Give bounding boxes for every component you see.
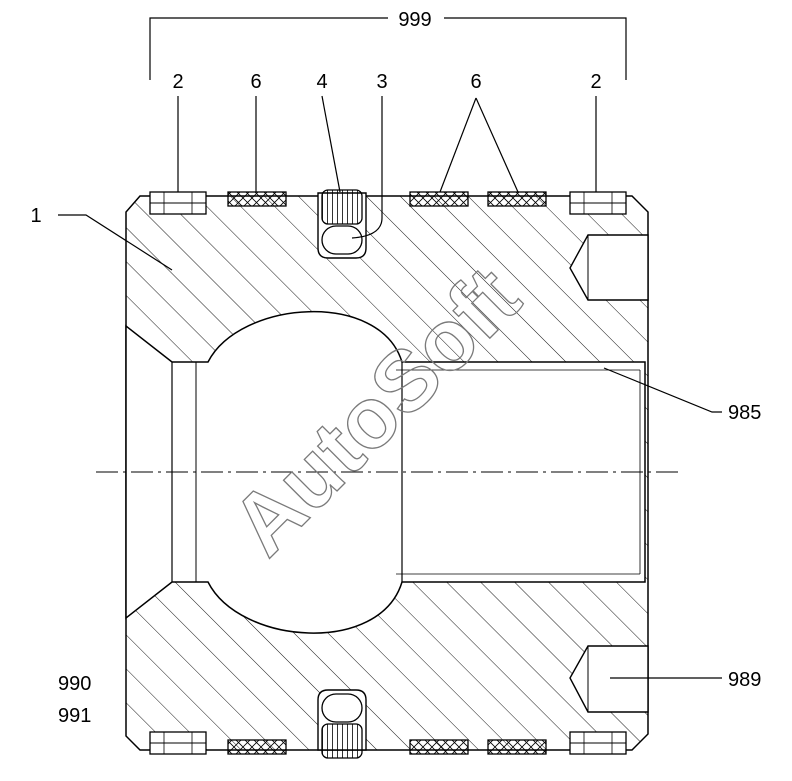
ball-groove-bottom [317,689,367,759]
top-strips [149,191,627,215]
label-3: 3 [376,71,387,93]
label-2-right: 2 [590,71,601,93]
label-6-left: 6 [250,71,261,93]
threaded-hole-bottom [569,645,649,713]
leader-lines [58,95,722,679]
label-989: 989 [728,669,761,691]
label-985: 985 [728,402,761,424]
label-6-right: 6 [470,71,481,93]
label-1: 1 [30,205,41,227]
label-990: 990 [58,673,91,695]
ball-groove-top [317,189,367,259]
label-999: 999 [398,9,431,31]
bottom-strips [149,731,627,755]
threaded-hole-top [569,234,649,301]
label-4: 4 [316,71,327,93]
dimension-bracket [149,17,627,80]
label-991: 991 [58,705,91,727]
label-2-left: 2 [172,71,183,93]
